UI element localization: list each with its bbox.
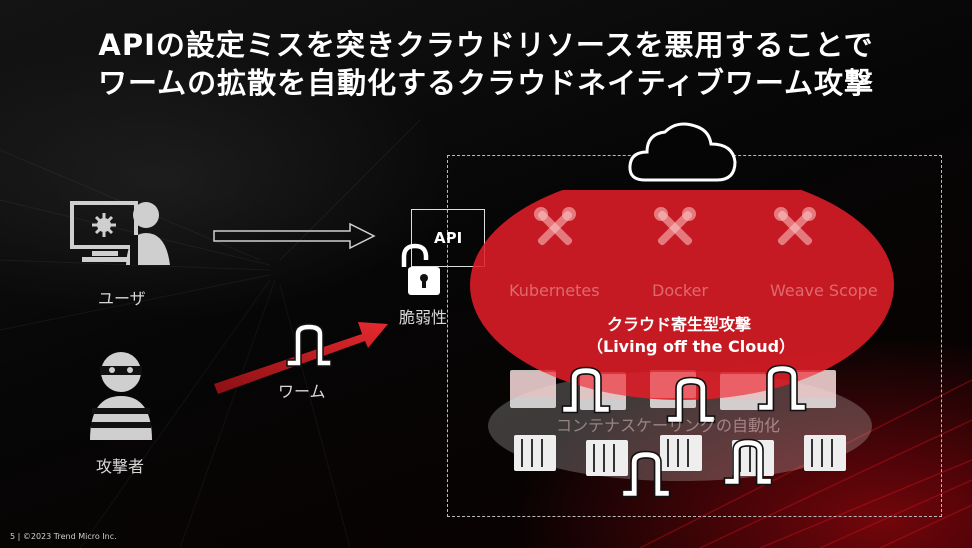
vulnerability-label: 脆弱性 <box>399 308 448 327</box>
user-label: ユーザ <box>98 289 146 308</box>
tool-label-kubernetes: Kubernetes <box>509 281 600 300</box>
footer: 5 | ©2023 Trend Micro Inc. <box>10 532 117 541</box>
attacker-icon <box>90 352 152 440</box>
attacker-label: 攻撃者 <box>96 457 145 476</box>
worm-icon <box>286 323 332 367</box>
container-row-faint <box>510 372 836 400</box>
worm-icon <box>757 364 807 412</box>
tool-label-weave-scope: Weave Scope <box>770 281 878 300</box>
api-label: API <box>434 229 463 247</box>
worm-icon <box>561 366 611 414</box>
container-icon <box>586 440 628 476</box>
user-computer-icon <box>70 201 170 265</box>
container-icon <box>514 435 556 471</box>
slide-title-line2: ワームの拡散を自動化するクラウドネイティブワーム攻撃 <box>98 66 874 100</box>
worm-icon <box>666 376 716 424</box>
tools-icon <box>534 207 576 246</box>
tool-label-docker: Docker <box>652 281 709 300</box>
container-scaling-label: コンテナスケーリングの自動化 <box>556 416 781 435</box>
cloud-graphics <box>470 190 894 481</box>
worm-icon <box>621 450 671 498</box>
slide-title-line1: APIの設定ミスを突きクラウドリソースを悪用することで <box>98 28 874 62</box>
cloud-attack-title: クラウド寄生型攻撃 <box>607 315 752 334</box>
container-icon <box>660 435 702 471</box>
cloud-attack-subtitle: （Living off the Cloud） <box>587 337 796 356</box>
api-box: API <box>411 209 485 267</box>
tools-icon <box>654 207 696 246</box>
tools-icon <box>774 207 816 246</box>
cloud-attack-ellipse <box>470 190 894 400</box>
worm-label: ワーム <box>278 382 326 401</box>
cloud-icon <box>628 122 737 182</box>
worm-icon <box>723 438 773 486</box>
unlock-icon <box>401 243 440 295</box>
container-icon <box>804 435 846 471</box>
tools-icons <box>534 207 816 246</box>
user-arrow-icon <box>213 222 376 250</box>
